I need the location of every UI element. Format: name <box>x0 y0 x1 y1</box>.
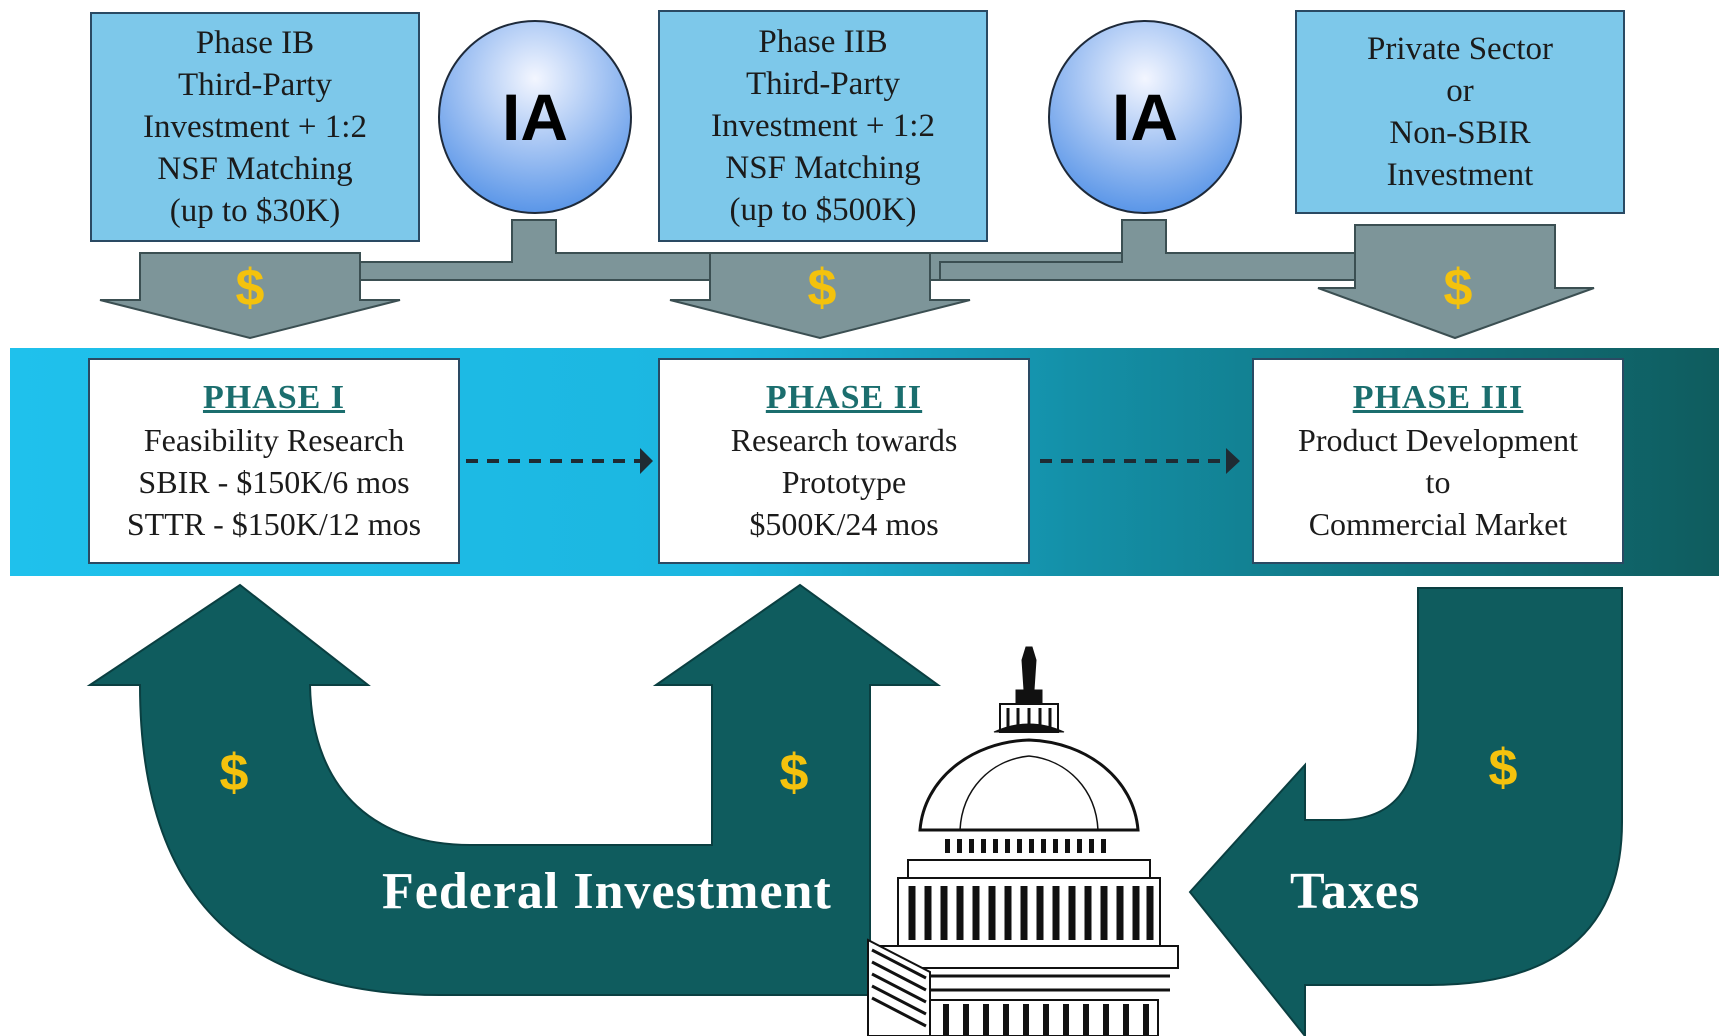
private-sector-box: Private Sector or Non-SBIR Investment <box>1295 10 1625 214</box>
phase-2-box: PHASE II Research towards Prototype $500… <box>658 358 1030 564</box>
capitol-dome-icon <box>867 646 1179 1036</box>
phase-iib-line: Third-Party <box>746 66 900 102</box>
phase-3-box: PHASE III Product Development to Commerc… <box>1252 358 1624 564</box>
phase-1-line: STTR - $150K/12 mos <box>126 506 422 542</box>
taxes-arrow <box>1188 587 1623 1036</box>
down-arrow-3 <box>1317 224 1595 340</box>
phase-3-line: Commercial Market <box>1308 506 1568 542</box>
dollar-icon: $ <box>808 259 837 317</box>
private-sector-line: Investment <box>1386 157 1534 193</box>
phase-3-line: Product Development <box>1298 422 1578 458</box>
dollar-icon: $ <box>220 744 249 802</box>
phase-1-line: SBIR - $150K/6 mos <box>138 464 410 500</box>
phase-2-line: Research towards <box>730 422 958 458</box>
ia-label: IA <box>502 80 568 154</box>
phase-3-title: PHASE III <box>1352 379 1524 416</box>
federal-investment-label: Federal Investment <box>382 863 832 920</box>
phase-ib-line: (up to $30K) <box>169 193 341 229</box>
phase-ib-box: Phase IB Third-Party Investment + 1:2 NS… <box>90 12 420 242</box>
phase-1-title: PHASE I <box>202 379 346 416</box>
phase-iib-box: Phase IIB Third-Party Investment + 1:2 N… <box>658 10 988 242</box>
private-sector-line: Non-SBIR <box>1389 115 1531 151</box>
private-sector-line: or <box>1446 73 1474 109</box>
phase-ib-line: Third-Party <box>178 67 332 103</box>
phase-3-line: to <box>1425 464 1451 500</box>
dashed-arrow-1-head <box>640 448 653 474</box>
phase-2-title: PHASE II <box>765 379 923 416</box>
federal-investment-arrow <box>86 583 942 996</box>
phase-ib-line: Investment + 1:2 <box>143 109 367 145</box>
dollar-icon: $ <box>780 744 809 802</box>
phase-1-line: Feasibility Research <box>143 422 405 458</box>
phase-ib-line: Phase IB <box>195 25 315 61</box>
phase-1-box: PHASE I Feasibility Research SBIR - $150… <box>88 358 460 564</box>
phase-iib-line: Phase IIB <box>758 24 888 60</box>
ia-circle-1: IA <box>438 20 632 214</box>
phase-iib-line: (up to $500K) <box>729 192 917 228</box>
phase-2-line: $500K/24 mos <box>749 506 939 542</box>
phase-ib-line: NSF Matching <box>157 151 353 187</box>
phase-2-line: Prototype <box>781 464 907 500</box>
taxes-label: Taxes <box>1290 863 1421 920</box>
phase-iib-line: Investment + 1:2 <box>711 108 935 144</box>
dollar-icon: $ <box>1489 739 1518 797</box>
ia-label: IA <box>1112 80 1178 154</box>
dashed-arrow-2-head <box>1226 448 1240 474</box>
down-arrow-1 <box>99 252 401 340</box>
ia-circle-2: IA <box>1048 20 1242 214</box>
dollar-icon: $ <box>236 259 265 317</box>
down-arrow-2 <box>669 252 971 340</box>
private-sector-line: Private Sector <box>1366 31 1554 67</box>
ia-connector-2 <box>939 219 1361 281</box>
dollar-icon: $ <box>1444 259 1473 317</box>
phase-iib-line: NSF Matching <box>725 150 921 186</box>
